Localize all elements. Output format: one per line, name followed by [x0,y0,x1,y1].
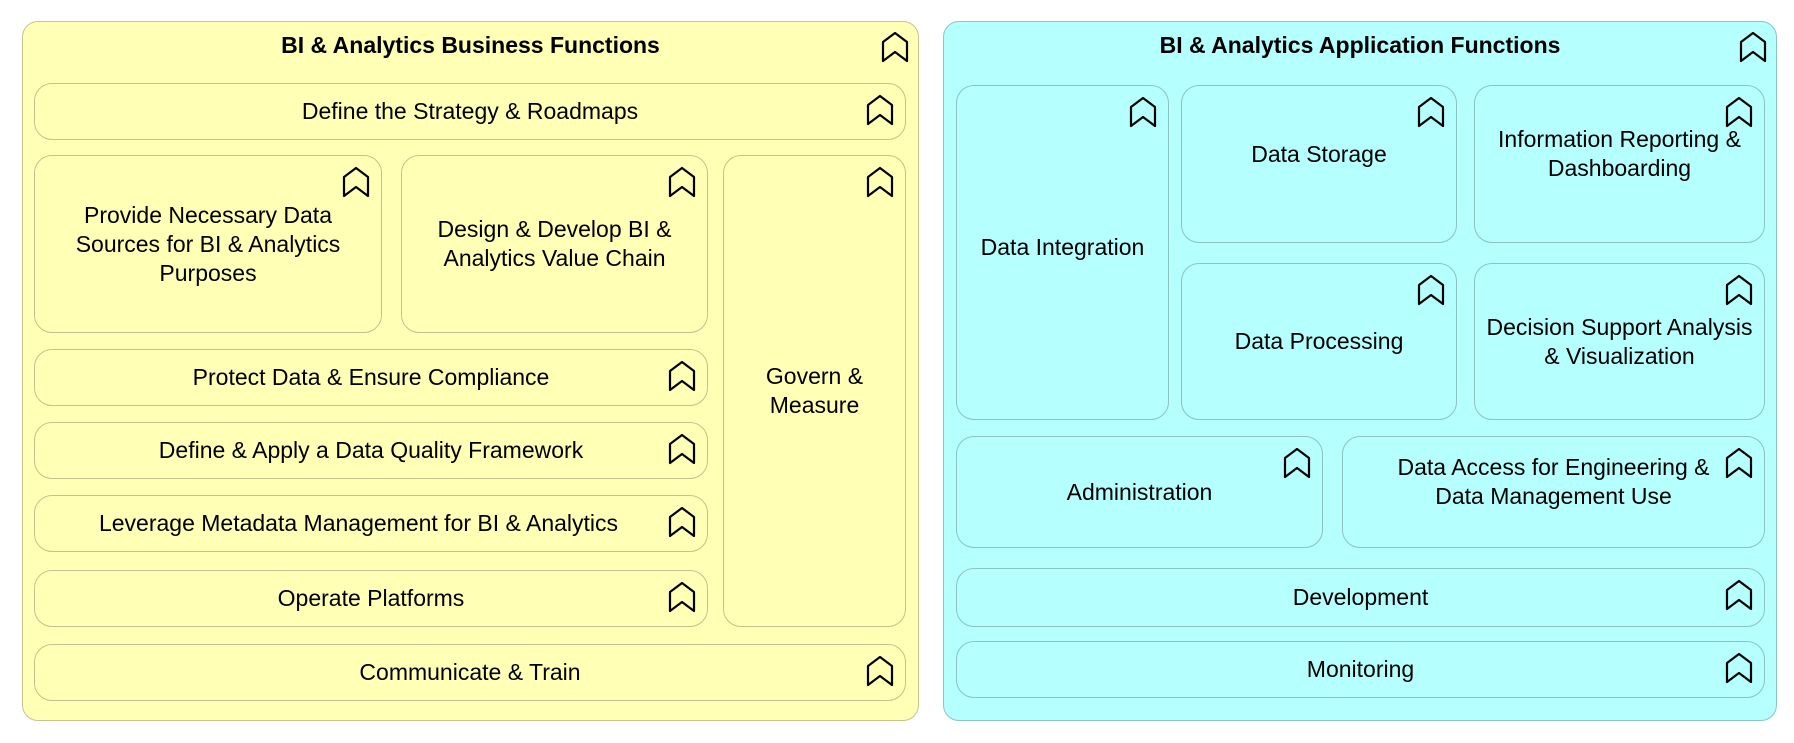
integration-label: Data Integration [980,234,1145,260]
development-label: Development [1292,584,1429,610]
value-chain-box[interactable]: Design & Develop BI & Analytics Value Ch… [401,155,708,333]
function-icon [667,359,697,393]
strategy-label: Define the Strategy & Roadmaps [301,98,639,124]
function-icon [865,654,895,688]
application-functions-group: BI & Analytics Application Functions Dat… [943,21,1777,721]
protect-label: Protect Data & Ensure Compliance [192,364,550,390]
function-icon [1724,578,1754,612]
business-functions-group: BI & Analytics Business Functions Define… [22,21,919,721]
value-chain-label: Design & Develop BI & Analytics Value Ch… [437,216,672,271]
monitoring-label: Monitoring [1306,656,1415,682]
strategy-box[interactable]: Define the Strategy & Roadmaps [34,83,906,140]
integration-box[interactable]: Data Integration [956,85,1169,420]
metadata-label: Leverage Metadata Management for BI & An… [98,510,619,536]
administration-box[interactable]: Administration [956,436,1323,548]
access-box[interactable]: Data Access for Engineering & Data Manag… [1342,436,1765,548]
decision-box[interactable]: Decision Support Analysis & Visualizatio… [1474,263,1765,420]
function-icon [865,165,895,199]
function-icon [667,505,697,539]
function-icon [1724,651,1754,685]
function-icon [1724,446,1754,480]
communicate-label: Communicate & Train [359,659,581,685]
function-icon [1282,446,1312,480]
function-icon [667,580,697,614]
function-icon [1738,30,1768,64]
govern-box[interactable]: Govern & Measure [723,155,906,627]
decision-label: Decision Support Analysis & Visualizatio… [1486,313,1753,369]
function-icon [1416,273,1446,307]
access-label: Data Access for Engineering & Data Manag… [1397,454,1710,509]
processing-box[interactable]: Data Processing [1181,263,1457,420]
function-icon [1128,95,1158,129]
function-icon [667,165,697,199]
quality-box[interactable]: Define & Apply a Data Quality Framework [34,422,708,479]
development-box[interactable]: Development [956,568,1765,627]
data-sources-box[interactable]: Provide Necessary Data Sources for BI & … [34,155,382,333]
operate-box[interactable]: Operate Platforms [34,570,708,627]
protect-box[interactable]: Protect Data & Ensure Compliance [34,349,708,406]
function-icon [1724,95,1754,129]
storage-label: Data Storage [1251,140,1387,167]
govern-label: Govern & Measure [765,363,864,418]
application-functions-title: BI & Analytics Application Functions [1159,32,1561,58]
data-sources-label: Provide Necessary Data Sources for BI & … [75,201,341,286]
metadata-box[interactable]: Leverage Metadata Management for BI & An… [34,495,708,552]
operate-label: Operate Platforms [277,585,465,611]
communicate-box[interactable]: Communicate & Train [34,644,906,701]
administration-label: Administration [1066,478,1213,505]
monitoring-box[interactable]: Monitoring [956,641,1765,698]
function-icon [880,30,910,64]
reporting-box[interactable]: Information Reporting & Dashboarding [1474,85,1765,243]
function-icon [865,93,895,127]
quality-label: Define & Apply a Data Quality Framework [158,437,584,463]
function-icon [1724,273,1754,307]
function-icon [341,165,371,199]
function-icon [667,432,697,466]
reporting-label: Information Reporting & Dashboarding [1498,126,1741,181]
business-functions-title: BI & Analytics Business Functions [281,32,660,58]
processing-label: Data Processing [1234,328,1404,354]
function-icon [1416,95,1446,129]
storage-box[interactable]: Data Storage [1181,85,1457,243]
